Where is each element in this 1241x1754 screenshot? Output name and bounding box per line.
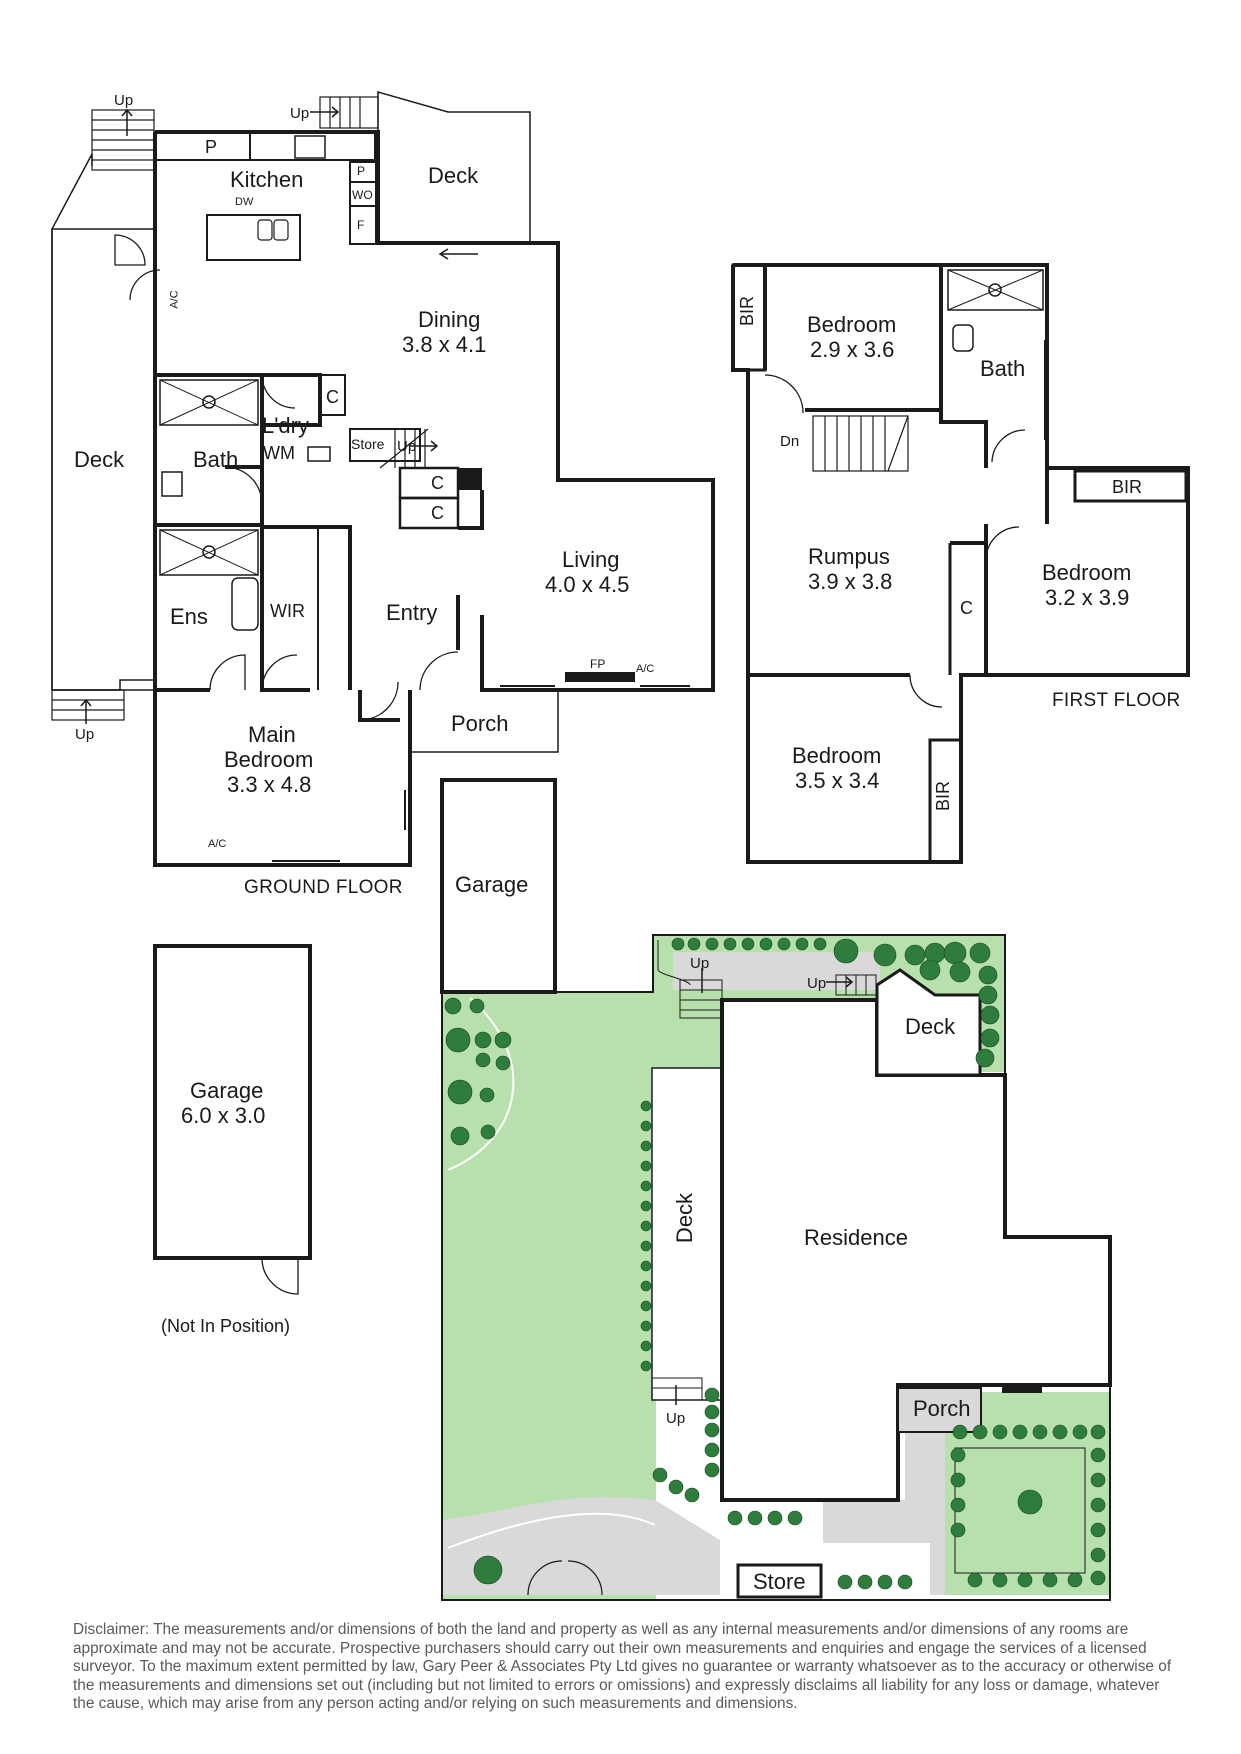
door-swings: [114, 234, 459, 721]
garage-size: 6.0 x 3.0: [181, 1103, 266, 1128]
deck-top-outline: [377, 91, 531, 243]
site-store: [736, 1563, 823, 1599]
room-size-main-bedroom: 3.3 x 4.8: [227, 772, 312, 797]
fixture-label-pantry-small: P: [357, 164, 366, 178]
site-deck-side: [651, 1067, 723, 1401]
stairs-up-label-deck: Up: [290, 105, 310, 122]
fixture-label-ac-living: A/C: [636, 663, 655, 675]
trees: [444, 937, 1106, 1590]
room-label-main-bedroom-1: Main: [248, 722, 296, 747]
cupboard-label-laundry: C: [326, 387, 339, 407]
stairs-up-label-top-left: Up: [114, 92, 134, 109]
site-label-garage: Garage: [455, 872, 529, 897]
fixture-label-dishwasher: DW: [235, 196, 254, 208]
garage-note: (Not In Position): [161, 1316, 291, 1336]
stairs-bottom-left: [51, 689, 125, 721]
room-label-ensuite: Ens: [170, 604, 208, 629]
garage-detached: [153, 944, 312, 1295]
site-label-deck-top: Deck: [905, 1014, 956, 1039]
cooktop: [294, 135, 326, 159]
room-label-dining: Dining: [418, 307, 481, 332]
cupboard-label-1: C: [431, 473, 444, 493]
fixture-label-ac-bedroom: A/C: [208, 838, 227, 850]
up-arrows: [80, 106, 854, 1405]
site-label-deck-side: Deck: [672, 1192, 698, 1244]
room-label-bir-1: BIR: [737, 295, 758, 327]
room-label-bedroom-2: Bedroom: [1042, 560, 1132, 585]
site-label-residence: Residence: [804, 1225, 908, 1250]
room-size-rumpus: 3.9 x 3.8: [808, 569, 893, 594]
site-up-label-3: Up: [666, 1410, 686, 1427]
room-size-bedroom-3: 3.5 x 3.4: [795, 768, 880, 793]
room-label-laundry: L'dry: [262, 413, 309, 438]
site-label-store: Store: [753, 1569, 806, 1594]
room-label-bath-first: Bath: [980, 356, 1026, 381]
fixture-label-wall-oven: WO: [352, 188, 373, 202]
deck-hedge: [640, 1100, 652, 1372]
site-deck-top: [875, 968, 982, 1077]
room-label-bedroom-3: Bedroom: [792, 743, 882, 768]
room-label-store: Store: [351, 436, 385, 452]
stairs-down-label: Dn: [780, 433, 800, 450]
floor-caption-first: FIRST FLOOR: [1052, 690, 1181, 711]
site-label-porch: Porch: [913, 1396, 971, 1421]
room-label-kitchen: Kitchen: [230, 167, 304, 192]
stairs-up-label-bottom-left: Up: [75, 726, 95, 743]
room-size-dining: 3.8 x 4.1: [402, 332, 487, 357]
site-plan: [440, 778, 1112, 1601]
disclaimer-text: Disclaimer: The measurements and/or dime…: [73, 1621, 1172, 1713]
fixture-label-fireplace: FP: [590, 657, 606, 671]
first-floor-walls: [731, 263, 1190, 864]
room-label-porch: Porch: [451, 711, 509, 736]
fixture-label-ac-dining: A/C: [168, 290, 181, 309]
room-label-bedroom-1: Bedroom: [807, 312, 897, 337]
stairs-top-left: [91, 109, 155, 171]
kitchen-island: [206, 214, 301, 261]
room-label-bir-3: BIR: [933, 780, 954, 812]
room-label-bir-2: BIR: [1112, 477, 1143, 497]
floor-caption-ground: GROUND FLOOR: [244, 877, 403, 898]
stairs-up-label-internal: Up: [397, 438, 417, 455]
site-porch: [897, 1387, 982, 1433]
room-label-entry: Entry: [386, 600, 438, 625]
room-label-main-bedroom-2: Bedroom: [224, 747, 314, 772]
cupboard-label-2: C: [431, 503, 444, 523]
site-garage: [440, 778, 557, 994]
room-size-living: 4.0 x 4.5: [545, 572, 630, 597]
room-label-rumpus: Rumpus: [808, 544, 890, 569]
stairs-first: [812, 415, 909, 472]
site-up-label-2: Up: [807, 975, 827, 992]
room-size-bedroom-2: 3.2 x 3.9: [1045, 585, 1130, 610]
ground-floor-walls: [51, 91, 715, 867]
room-label-bath: Bath: [193, 447, 239, 472]
site-up-label-1: Up: [690, 955, 710, 972]
fixture-label-pantry: P: [205, 137, 218, 157]
cupboard-label-rumpus: C: [960, 598, 973, 618]
deck-left-outline: [51, 153, 155, 691]
fixture-label-fridge: F: [357, 218, 365, 232]
windows-ground: [154, 170, 690, 687]
room-label-deck-top: Deck: [428, 163, 479, 188]
room-label-deck-left: Deck: [74, 447, 125, 472]
fixture-label-wm: WM: [263, 443, 295, 463]
room-size-bedroom-1: 2.9 x 3.6: [810, 337, 895, 362]
stairs-internal: [379, 428, 429, 469]
garage-label: Garage: [190, 1078, 264, 1103]
room-label-living: Living: [562, 547, 620, 572]
room-label-wir: WIR: [270, 601, 305, 621]
